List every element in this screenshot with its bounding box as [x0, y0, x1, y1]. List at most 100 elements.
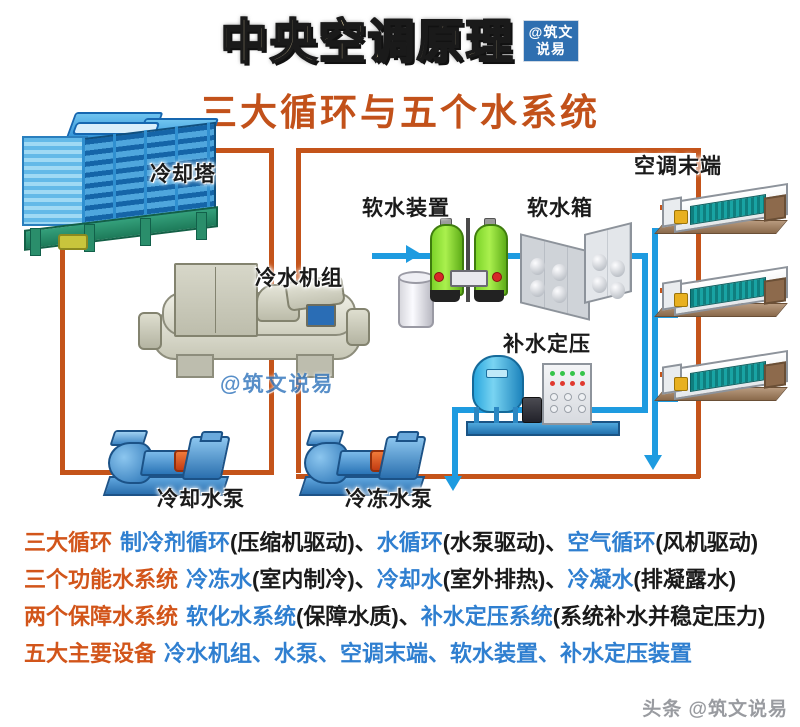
- label-ahu-terminal: 空调末端: [634, 155, 722, 178]
- chiller-graphic: [138, 258, 370, 378]
- tank-panel-dimple: [592, 276, 607, 293]
- pipe-softener-to-tank: [496, 253, 536, 259]
- pump-motor: [377, 436, 427, 480]
- legend-keyword: 冷却水: [376, 567, 443, 592]
- cabinet-button[interactable]: [550, 393, 558, 401]
- cabinet-led: [550, 381, 555, 386]
- legend-row: 两个保障水系统软化水系统(保障水质)、补水定压系统(系统补水并稳定压力): [24, 602, 784, 632]
- pump-motor: [181, 436, 231, 480]
- pipe-tank-downcomer: [642, 253, 648, 413]
- chiller-support-foot: [176, 354, 214, 378]
- fcu-valve-icon: [674, 293, 688, 307]
- fcu-valve-icon: [674, 377, 688, 391]
- legend-text: (风机驱动): [655, 530, 759, 555]
- chiller-support-foot: [296, 354, 334, 378]
- tank-panel-dimple: [530, 280, 545, 297]
- legend-heading: 三大循环: [24, 530, 113, 555]
- legend-text: (保障水质): [296, 604, 399, 629]
- legend-keyword: 冷冻水: [186, 567, 253, 592]
- label-chilled-water-pump: 冷冻水泵: [345, 488, 433, 511]
- tower-leg: [140, 218, 151, 246]
- softener-valve-indicator: [492, 272, 502, 282]
- softener-foot: [474, 290, 504, 302]
- fan-coil-unit-3: [654, 349, 790, 409]
- makeup-pump-1: [522, 397, 542, 423]
- label-chiller: 冷水机组: [255, 267, 343, 290]
- softener-control-valve: [450, 270, 488, 287]
- tower-outlet-nozzle-icon: [58, 234, 88, 250]
- label-soft-water-tank: 软水箱: [527, 197, 593, 220]
- softener-graphic: [430, 218, 508, 310]
- cabinet-button[interactable]: [550, 405, 558, 413]
- tank-panel-dimple: [610, 282, 625, 299]
- legend-keyword: 冷水机组、水泵、空调末端、软水装置、补水定压装置: [164, 641, 693, 666]
- legend-row: 三个功能水系统冷冻水(室内制冷)、冷却水(室外排热)、冷凝水(排凝露水): [24, 565, 784, 595]
- chiller-watermark: @筑文说易: [220, 373, 335, 396]
- cabinet-button[interactable]: [578, 405, 586, 413]
- tank-panel-dimple: [592, 254, 607, 271]
- chiller-waterbox-right: [346, 308, 370, 346]
- legend-text: 、: [545, 567, 568, 592]
- fcu-fan-section: [764, 361, 786, 389]
- author-badge: @筑文 说易: [522, 20, 580, 62]
- pressurization-set-graphic: [466, 345, 620, 436]
- legend-keyword: 空气循环: [567, 530, 656, 555]
- expansion-tank: [472, 355, 524, 413]
- chilled-water-pump-graphic: [298, 424, 427, 496]
- cabinet-led: [560, 371, 565, 376]
- legend-text: (排凝露水): [633, 567, 737, 592]
- footer-watermark: 头条 @筑文说易: [642, 699, 788, 720]
- legend-text: 、: [354, 567, 377, 592]
- legend-text: 、: [354, 530, 377, 555]
- cabinet-led: [560, 381, 565, 386]
- legend-text: (系统补水并稳定压力): [552, 604, 766, 629]
- legend-keyword: 水循环: [376, 530, 443, 555]
- legend-heading: 两个保障水系统: [24, 604, 179, 629]
- chiller-display-screen: [306, 304, 336, 327]
- page-subtitle: 三大循环与五个水系统: [200, 92, 600, 133]
- legend-keyword: 制冷剂循环: [120, 530, 231, 555]
- legend-text: (室外排热): [442, 567, 546, 592]
- label-cooling-tower: 冷却塔: [150, 163, 216, 186]
- label-softener: 软水装置: [362, 197, 450, 220]
- fan-coil-unit-1: [654, 182, 790, 242]
- cabinet-led: [570, 371, 575, 376]
- label-pressurization: 补水定压: [503, 333, 591, 356]
- label-cooling-water-pump: 冷却水泵: [157, 488, 245, 511]
- pressurization-control-cabinet: [542, 363, 592, 425]
- cabinet-led: [580, 371, 585, 376]
- chiller-waterbox-left: [138, 312, 162, 350]
- legend-row: 五大主要设备冷水机组、水泵、空调末端、软水装置、补水定压装置: [24, 639, 784, 669]
- pipe-tower-outlet-down: [60, 232, 65, 474]
- pipe-tank-outlet: [620, 253, 648, 259]
- cabinet-button[interactable]: [564, 393, 572, 401]
- tank-panel-dimple: [552, 286, 567, 303]
- cabinet-button[interactable]: [564, 405, 572, 413]
- pipe-fcu-supply-riser: [652, 228, 658, 460]
- expansion-tank-legs: [474, 407, 518, 423]
- pipe-bottom-header: [296, 474, 700, 479]
- chiller-control-panel: [174, 263, 258, 337]
- cabinet-led: [570, 381, 575, 386]
- legend-heading: 三个功能水系统: [24, 567, 179, 592]
- cooling-water-pump-graphic: [102, 424, 231, 496]
- brine-tank-graphic: [398, 271, 434, 328]
- cabinet-button[interactable]: [578, 393, 586, 401]
- legend-text: 、: [545, 530, 568, 555]
- fcu-fan-section: [764, 194, 786, 222]
- legend-row: 三大循环制冷剂循环(压缩机驱动)、水循环(水泵驱动)、空气循环(风机驱动): [24, 528, 784, 558]
- author-badge-line2: 说易: [536, 41, 566, 57]
- softener-valve-indicator: [434, 272, 444, 282]
- fcu-fan-section: [764, 277, 786, 305]
- tower-leg: [196, 212, 207, 240]
- legend-text: 、: [398, 604, 421, 629]
- legend-keyword: 软化水系统: [186, 604, 297, 629]
- tank-panel-dimple: [610, 260, 625, 277]
- title-block: 中央空调原理 @筑文 说易: [0, 8, 800, 74]
- fcu-valve-icon: [674, 210, 688, 224]
- fan-coil-unit-2: [654, 265, 790, 325]
- softener-foot: [430, 290, 460, 302]
- soft-water-tank-graphic: [520, 222, 632, 321]
- legend-text: (压缩机驱动): [230, 530, 355, 555]
- tank-panel-dimple: [530, 258, 545, 275]
